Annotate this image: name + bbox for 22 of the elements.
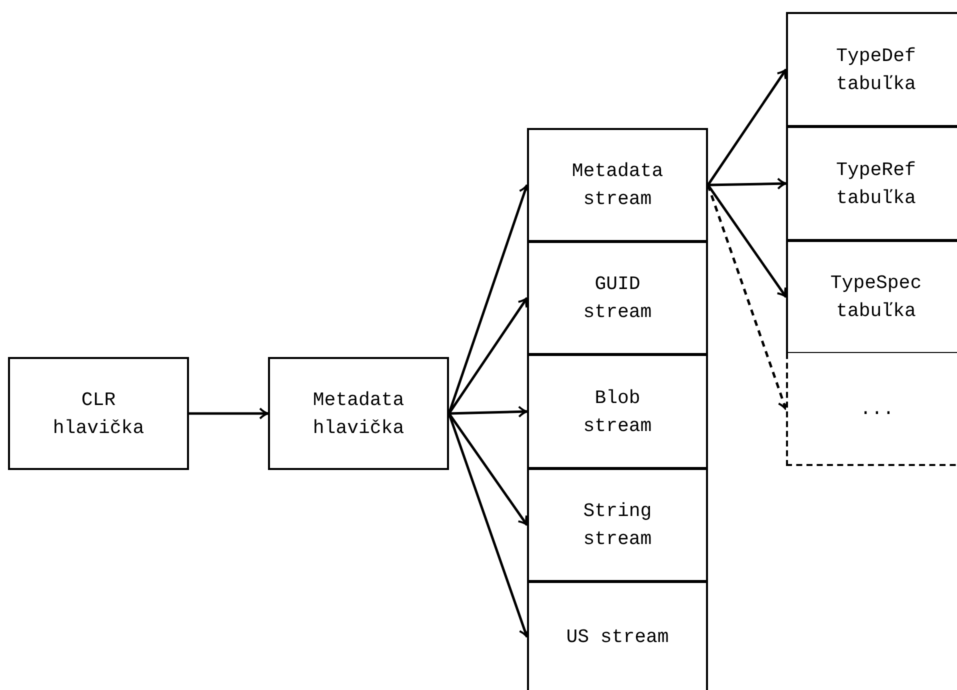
node-label: Metadata stream [570, 159, 664, 212]
header-box [268, 357, 449, 470]
table-box [786, 240, 957, 354]
node-label: TypeDef tabuľka [835, 44, 917, 96]
node-label: GUID stream [582, 272, 653, 325]
node-label: TypeRef tabuľka [835, 158, 917, 210]
node-label: String stream [582, 499, 653, 552]
table-box [786, 12, 957, 127]
node-label: TypeSpec tabuľka [829, 271, 923, 324]
stream-box [527, 468, 708, 582]
node-label: CLR hlavička [52, 388, 146, 440]
stream-box [527, 581, 708, 690]
node-label: Metadata hlavička [312, 388, 406, 440]
header-box [8, 357, 189, 470]
node-label: ... [858, 396, 896, 422]
stream-box [527, 128, 708, 242]
node-label: US stream [565, 625, 670, 650]
table-box [786, 126, 957, 241]
stream-box [527, 241, 708, 355]
node-label: Blob stream [582, 386, 653, 438]
open-table-box [786, 353, 957, 466]
stream-box [527, 354, 708, 469]
